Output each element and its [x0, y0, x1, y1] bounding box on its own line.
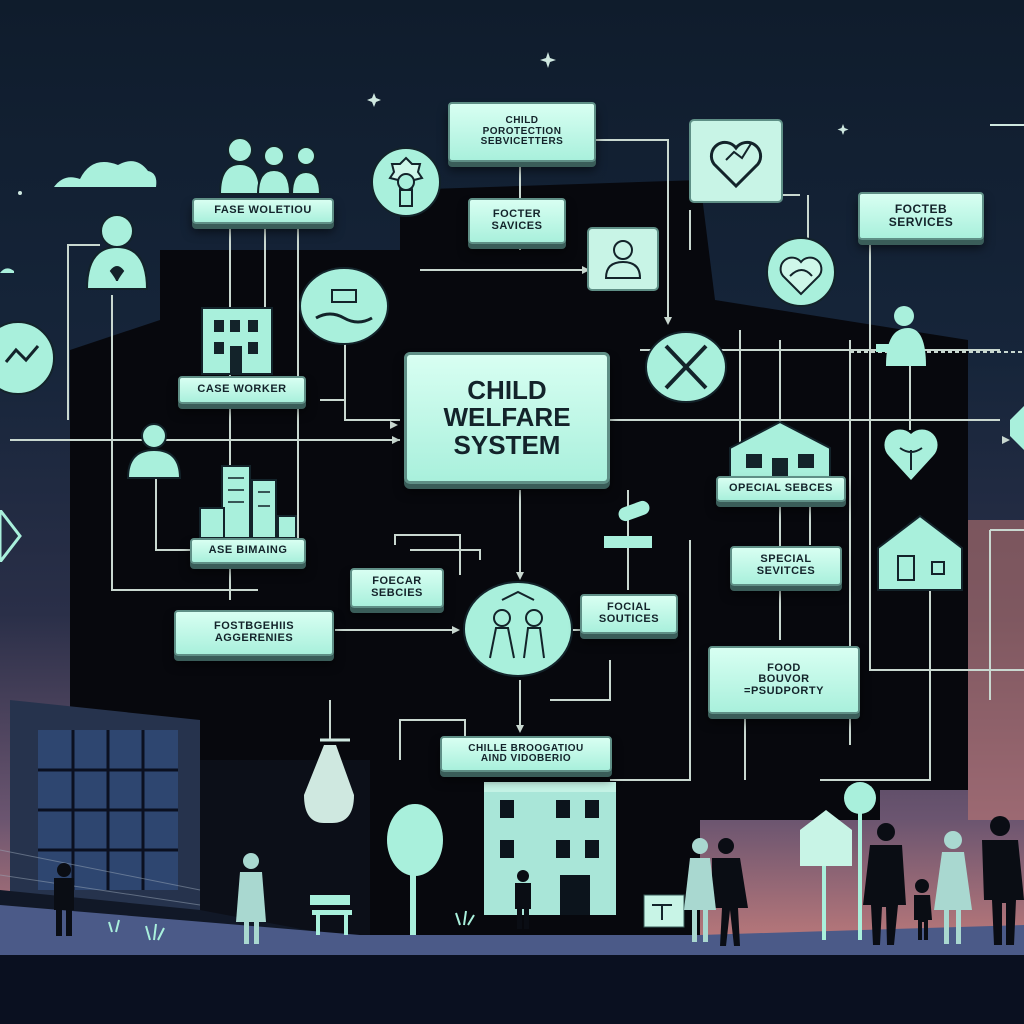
bow-heart-icon	[766, 237, 836, 307]
node-line: SOUTICES	[598, 613, 660, 625]
node-label: CASE WORKER	[197, 383, 287, 396]
signposts	[643, 782, 876, 940]
house-icon	[877, 514, 963, 591]
heart-hands-icon	[371, 147, 441, 217]
bench	[310, 895, 352, 935]
people-figures	[54, 816, 1024, 946]
node-line: FOSTBGEHIIS	[213, 620, 295, 633]
parent-child-icon	[85, 214, 149, 290]
heart-icon	[689, 119, 783, 203]
edge-icon	[1010, 406, 1024, 450]
node-line: AIND VIDOBERIO	[480, 753, 572, 764]
node-line: FOCTER	[492, 208, 542, 221]
node-line: SEBCIES	[371, 587, 423, 599]
pill-icon	[604, 500, 652, 548]
person-sitting-icon	[876, 306, 926, 366]
people-icon	[463, 581, 573, 677]
node-label: OPECIAL SEBCES	[729, 482, 833, 495]
buildings-icon	[201, 307, 273, 375]
small-building	[484, 782, 616, 915]
people-figures-light	[236, 831, 972, 944]
person-icon-2	[126, 423, 182, 479]
tools-icon	[645, 331, 727, 403]
node-line: POROTECTION	[482, 125, 562, 137]
node-line: SERVICES	[888, 215, 954, 229]
node-line: CHILLE BROOGATIOU	[468, 742, 584, 754]
node-label: ASE BIMAING	[208, 544, 288, 557]
node-line: SEBVICETTERS	[480, 136, 564, 148]
node-line: AGGERENIES	[214, 632, 294, 644]
stars	[18, 52, 849, 195]
node-line: SEVITCES	[756, 565, 816, 577]
node-case-building[interactable]: ASE BIMAING	[190, 538, 306, 564]
node-label: FASE WOLETIOU	[214, 204, 312, 217]
city-icon	[199, 465, 297, 539]
play-icon	[0, 321, 55, 395]
node-line: SAVICES	[491, 220, 543, 232]
lamp-icon	[304, 738, 354, 823]
node-line: SPECIAL	[760, 553, 812, 566]
node-line: BOUVOR	[758, 673, 810, 686]
node-line: FOOD	[767, 661, 801, 674]
node-special-services-top[interactable]: OPECIAL SEBCES	[716, 476, 846, 502]
main-line: SYSTEM	[453, 429, 561, 460]
clouds	[0, 161, 157, 273]
family-icon	[218, 137, 322, 195]
node-line: =PSUDPORTY	[744, 684, 824, 697]
node-case-worker-top[interactable]: FASE WOLETIOU	[192, 198, 334, 224]
house-icon-large	[729, 420, 831, 481]
main-line: WELFARE	[443, 402, 571, 433]
node-case-worker[interactable]: CASE WORKER	[178, 376, 306, 404]
node-line: CHILD	[505, 115, 539, 127]
node-line: FOECAR	[372, 575, 422, 588]
node-line: FOCIAL	[607, 601, 651, 614]
handshake-icon	[299, 267, 389, 345]
diamond-icon	[0, 510, 22, 562]
bow-icon	[884, 429, 938, 480]
tree-icon	[387, 804, 443, 935]
person-icon	[587, 227, 659, 291]
main-line: CHILD	[467, 375, 547, 406]
node-line: FOCTEB	[894, 202, 948, 217]
